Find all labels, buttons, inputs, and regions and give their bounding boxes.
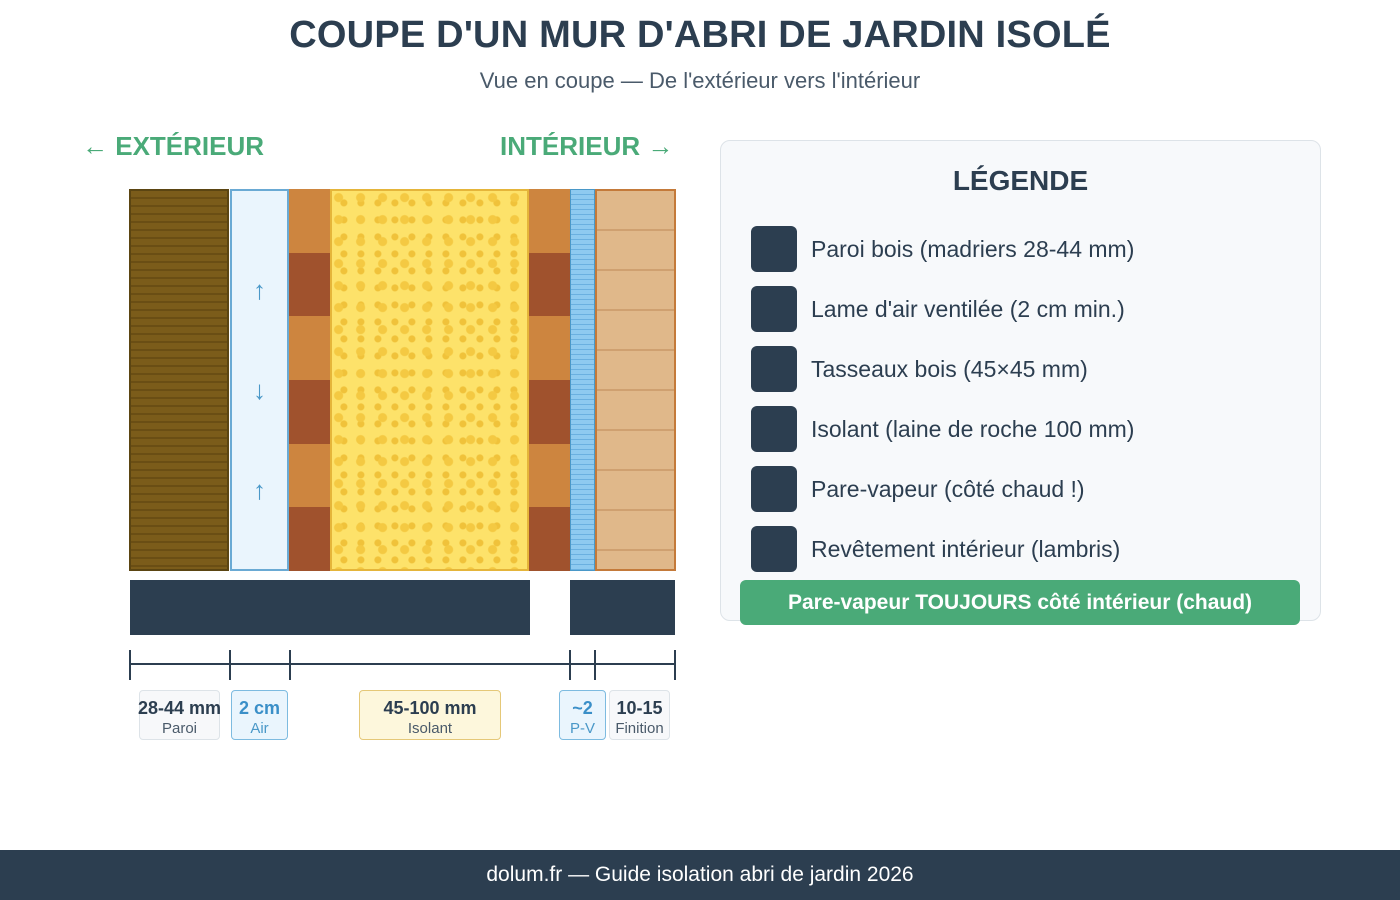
- footer: dolum.fr — Guide isolation abri de jardi…: [0, 850, 1400, 900]
- isolant-layer: [330, 189, 529, 571]
- legend-item-paroi: Paroi bois (madriers 28-44 mm): [751, 226, 1134, 272]
- tasseau-icon: [751, 346, 797, 392]
- dimension-tick: [129, 650, 131, 680]
- legend-item-air: Lame d'air ventilée (2 cm min.): [751, 286, 1125, 332]
- legend-item-revetement: Revêtement intérieur (lambris): [751, 526, 1120, 572]
- lambris-icon: [751, 526, 797, 572]
- page-title: COUPE D'UN MUR D'ABRI DE JARDIN ISOLÉ: [289, 14, 1111, 56]
- dimension-tick: [594, 650, 596, 680]
- dimension-line: [130, 663, 675, 665]
- paroi-icon: [751, 226, 797, 272]
- vapour-barrier-warning-banner: Pare-vapeur TOUJOURS côté intérieur (cha…: [740, 580, 1300, 625]
- lambris-layer: [595, 189, 676, 571]
- layer-icon-strip: [570, 580, 675, 635]
- pare-vapeur-icon: [751, 466, 797, 512]
- dimension-paroi: 28-44 mm Paroi: [138, 690, 221, 740]
- isolant-icon: [751, 406, 797, 452]
- page-subtitle: Vue en coupe — De l'extérieur vers l'int…: [479, 68, 921, 93]
- legend-item-tasseaux: Tasseaux bois (45×45 mm): [751, 346, 1088, 392]
- layer-icon-strip: [130, 580, 530, 635]
- tasseau-layer-left: [289, 189, 330, 572]
- airflow-up-arrow: ↑: [253, 275, 266, 305]
- dimension-tick: [229, 650, 231, 680]
- dimension-tick: [569, 650, 571, 680]
- legend-title: LÉGENDE: [952, 165, 1089, 196]
- legend-item-pare-vapeur: Pare-vapeur (côté chaud !): [751, 466, 1085, 512]
- interior-label: INTÉRIEUR →: [500, 131, 674, 161]
- air-icon: [751, 286, 797, 332]
- paroi-bois-layer: [129, 189, 229, 571]
- airflow-up-arrow: ↑: [253, 475, 266, 505]
- air-gap-layer: ↑ ↓ ↑: [230, 189, 289, 571]
- dimension-tick: [289, 650, 291, 680]
- dimension-finition: 10-15 Finition: [609, 690, 670, 740]
- exterior-label: ← EXTÉRIEUR: [82, 131, 265, 161]
- dimension-pare-vapeur: ~2 P-V: [559, 690, 606, 740]
- wall-cross-section: ↑ ↓ ↑ 28-44 mm Paroi 2 cm Air 45-100 mm …: [129, 189, 676, 740]
- dimension-tick: [674, 650, 676, 680]
- legend-item-isolant: Isolant (laine de roche 100 mm): [751, 406, 1134, 452]
- airflow-down-arrow: ↓: [253, 375, 266, 405]
- pare-vapeur-layer: [570, 189, 595, 571]
- legend-panel: LÉGENDE Paroi bois (madriers 28-44 mm) L…: [720, 140, 1321, 621]
- dimension-isolant: 45-100 mm Isolant: [359, 690, 501, 740]
- dimension-air: 2 cm Air: [231, 690, 288, 740]
- tasseau-layer-right: [529, 189, 570, 572]
